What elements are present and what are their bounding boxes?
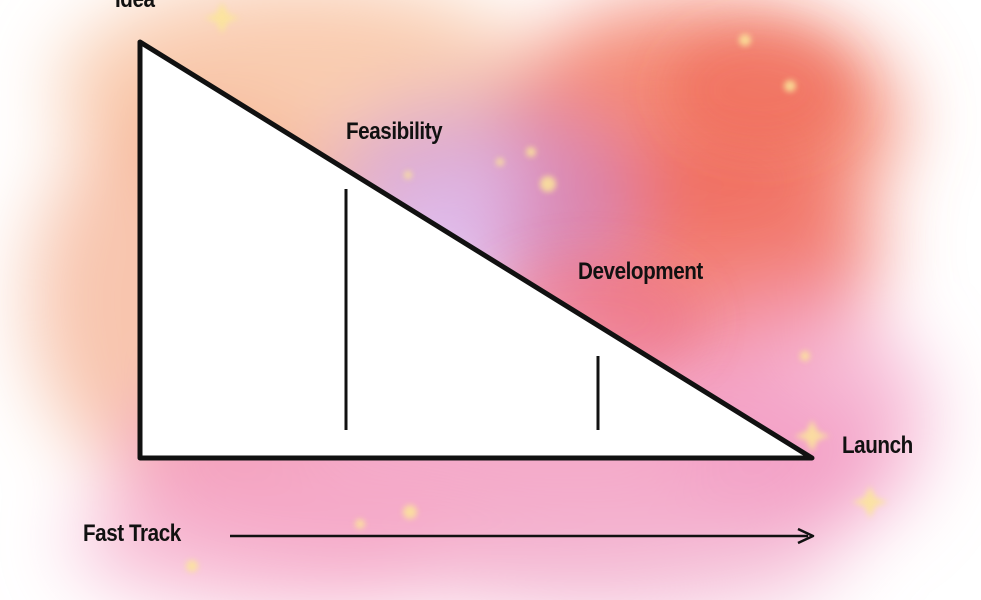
- launch-label: Launch: [842, 432, 913, 459]
- development-label: Development: [578, 258, 703, 285]
- fast-track-label: Fast Track: [83, 520, 181, 547]
- process-triangle: [137, 39, 815, 461]
- idea-label: Idea: [115, 0, 155, 12]
- fast-track-arrowhead: [797, 527, 815, 545]
- feasibility-label: Feasibility: [346, 118, 443, 145]
- sparkle-dots: [186, 2, 888, 572]
